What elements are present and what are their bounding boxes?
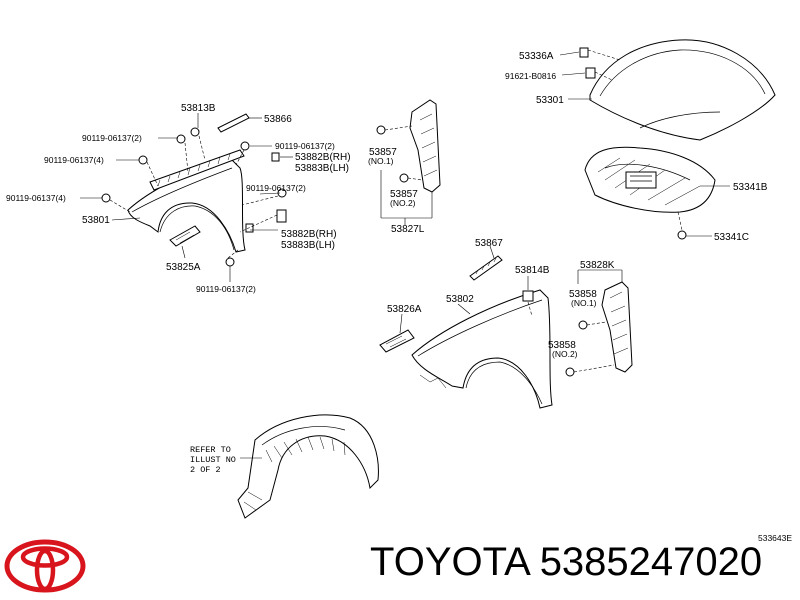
label-53802: 53802 <box>446 294 474 305</box>
label-53857-b: 53857 <box>390 189 418 200</box>
label-bolt-c: 90119-06137(4) <box>44 155 104 165</box>
label-no2-b: (NO.2) <box>552 349 578 359</box>
clip-53814B-part <box>522 276 534 317</box>
label-53825A: 53825A <box>166 262 201 273</box>
label-53882B-bot: 53882B(RH) <box>281 229 337 240</box>
label-no1-b: (NO.1) <box>571 298 597 308</box>
label-bolt-b: 90119-06137(2) <box>275 141 335 151</box>
label-53882B-top: 53882B(RH) <box>295 152 351 163</box>
label-refer-3: 2 OF 2 <box>190 465 221 475</box>
clip-53858-parts <box>565 269 623 377</box>
label-53814B: 53814B <box>515 265 550 276</box>
fender-seal-53828K-part <box>601 281 633 373</box>
toyota-logo <box>4 539 86 593</box>
hood-part <box>589 39 776 141</box>
part-number: 5385247020 <box>539 540 763 584</box>
label-53883B-bot: 53883B(LH) <box>281 240 335 251</box>
brand-caption: TOYOTA 5385247020 <box>370 540 762 585</box>
hood-insulator-part <box>584 146 716 213</box>
label-53858-a: 53858 <box>569 289 597 300</box>
leader-53802 <box>457 303 471 315</box>
label-53801: 53801 <box>82 215 110 226</box>
label-53867: 53867 <box>475 238 503 249</box>
label-53883B-top: 53883B(LH) <box>295 163 349 174</box>
label-no2-a: (NO.2) <box>390 198 416 208</box>
label-53813B: 53813B <box>181 103 216 114</box>
label-53341C: 53341C <box>714 232 749 243</box>
label-bolt-a: 90119-06137(2) <box>82 133 142 143</box>
part-labels: 53336A 91621-B0816 53301 53341B 53341C 5… <box>6 51 792 543</box>
fender-liner-part <box>237 414 379 519</box>
hood-stopper-part <box>559 47 621 61</box>
label-53828K: 53828K <box>580 260 615 271</box>
fender-strip-53867-part <box>469 245 503 281</box>
label-bolt-d: 90119-06137(4) <box>6 193 66 203</box>
label-91621: 91621-B0816 <box>505 71 556 81</box>
front-fender-right-part <box>411 289 553 409</box>
label-53827L: 53827L <box>391 224 425 235</box>
clip-53857-parts <box>376 125 433 225</box>
fender-seal-part <box>149 149 245 191</box>
label-53341B: 53341B <box>733 182 768 193</box>
label-53826A: 53826A <box>387 304 422 315</box>
label-no1-a: (NO.1) <box>368 156 394 166</box>
label-bolt-f: 90119-06137(2) <box>196 284 256 294</box>
label-53858-b: 53858 <box>548 340 576 351</box>
label-refer-2: ILLUST NO <box>190 455 236 465</box>
label-refer-1: REFER TO <box>190 445 231 455</box>
left-group-leaders <box>80 113 293 282</box>
label-53866: 53866 <box>264 114 292 125</box>
brand-name: TOYOTA <box>370 540 529 584</box>
hood-bolt-part <box>561 67 613 81</box>
insulator-clip-part <box>677 211 712 240</box>
fender-protector-part <box>217 113 262 133</box>
label-ref-code: 533643E <box>758 533 792 543</box>
label-53857-a: 53857 <box>369 147 397 158</box>
fender-bracket-part <box>169 225 201 247</box>
label-53336A: 53336A <box>519 51 554 62</box>
fender-seal-53827L-part <box>409 99 441 193</box>
label-bolt-e: 90119-06137(2) <box>246 183 306 193</box>
fender-bracket-53826A-part <box>379 313 415 353</box>
label-53301: 53301 <box>536 95 564 106</box>
